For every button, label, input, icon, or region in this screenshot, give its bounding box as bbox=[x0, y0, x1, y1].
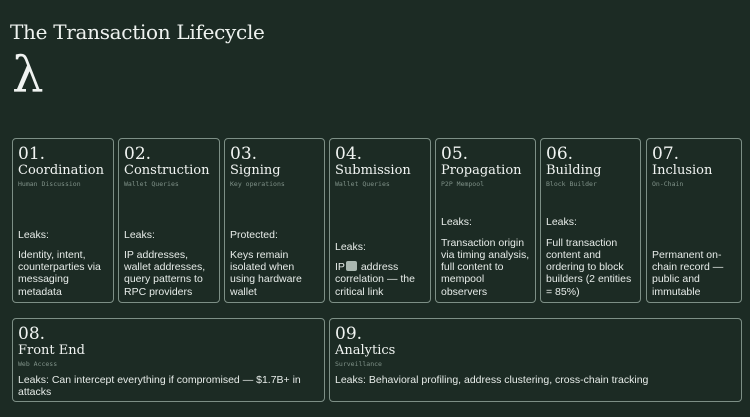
stage-number: 02. bbox=[124, 144, 152, 164]
stage-description: Leaks: IP address correlation — the crit… bbox=[335, 241, 426, 298]
stage-card-analytics: 09. Analytics Surveillance Leaks: Behavi… bbox=[329, 318, 742, 402]
stage-subtitle: Wallet Queries bbox=[124, 180, 179, 188]
stage-description: Leaks: Identity, intent, counterparties … bbox=[18, 229, 109, 298]
stage-detail: Full transaction content and ordering to… bbox=[546, 236, 632, 298]
stage-description: Permanent on-chain record — public and i… bbox=[652, 249, 737, 298]
stage-card-propagation: 05. Propagation P2P Mempool Leaks: Trans… bbox=[435, 138, 536, 303]
stage-detail-rest: address correlation — the critical link bbox=[335, 261, 415, 298]
stage-name: Inclusion bbox=[652, 163, 713, 178]
protected-label: Protected: bbox=[230, 228, 278, 241]
stage-number: 07. bbox=[652, 144, 680, 164]
stage-name: Propagation bbox=[441, 163, 522, 178]
stage-subtitle: Human Discussion bbox=[18, 180, 81, 188]
stage-description: Leaks: IP addresses, wallet addresses, q… bbox=[124, 229, 215, 298]
stage-description: Leaks: Transaction origin via timing ana… bbox=[441, 216, 531, 298]
page-title: The Transaction Lifecycle bbox=[10, 20, 265, 44]
stage-card-construction: 02. Construction Wallet Queries Leaks: I… bbox=[118, 138, 220, 303]
stage-card-front-end: 08. Front End Web Access Leaks: Can inte… bbox=[12, 318, 325, 402]
stage-detail: Identity, intent, counterparties via mes… bbox=[18, 248, 101, 298]
emoji-chip-icon bbox=[345, 261, 357, 272]
stage-name: Coordination bbox=[18, 163, 104, 178]
stage-card-building: 06. Building Block Builder Leaks: Full t… bbox=[540, 138, 641, 303]
stage-subtitle: Web Access bbox=[18, 360, 58, 368]
stage-subtitle: Surveillance bbox=[335, 360, 382, 368]
stage-description: Leaks: Full transaction content and orde… bbox=[546, 216, 636, 298]
stage-name: Submission bbox=[335, 163, 411, 178]
stage-number: 06. bbox=[546, 144, 574, 164]
stage-subtitle: Block Builder bbox=[546, 180, 597, 188]
stage-name: Front End bbox=[18, 343, 85, 358]
stage-detail: Permanent on-chain record — public and i… bbox=[652, 248, 724, 298]
leak-label: Leaks: bbox=[546, 216, 577, 229]
stage-name: Analytics bbox=[335, 343, 396, 358]
stage-number: 03. bbox=[230, 144, 258, 164]
leak-label: Leaks: bbox=[124, 228, 155, 241]
lambda-logo: λ bbox=[12, 46, 44, 104]
leak-label: Leaks: bbox=[335, 240, 366, 253]
stage-number: 08. bbox=[18, 324, 46, 344]
stage-number: 04. bbox=[335, 144, 363, 164]
stage-name: Building bbox=[546, 163, 602, 178]
stage-detail: Keys remain isolated when using hardware… bbox=[230, 248, 302, 298]
stage-card-signing: 03. Signing Key operations Protected: Ke… bbox=[224, 138, 325, 303]
stage-detail: Transaction origin via timing analysis, … bbox=[441, 236, 530, 298]
stage-detail: Leaks: Can intercept everything if compr… bbox=[18, 374, 301, 399]
leak-label: Leaks: bbox=[441, 216, 472, 229]
stage-detail: IP address correlation — the critical li… bbox=[335, 261, 426, 298]
stage-card-submission: 04. Submission Wallet Queries Leaks: IP … bbox=[329, 138, 431, 303]
stage-detail: Leaks: Behavioral profiling, address clu… bbox=[335, 374, 649, 386]
leak-label: Leaks: bbox=[18, 228, 49, 241]
stage-number: 09. bbox=[335, 324, 363, 344]
stage-subtitle: P2P Mempool bbox=[441, 180, 485, 188]
stage-number: 01. bbox=[18, 144, 46, 164]
stage-number: 05. bbox=[441, 144, 469, 164]
stage-card-coordination: 01. Coordination Human Discussion Leaks:… bbox=[12, 138, 114, 303]
stage-detail-prefix: IP bbox=[335, 261, 345, 274]
stage-name: Signing bbox=[230, 163, 281, 178]
stage-name: Construction bbox=[124, 163, 210, 178]
stage-subtitle: Key operations bbox=[230, 180, 285, 188]
stage-detail: IP addresses, wallet addresses, query pa… bbox=[124, 248, 206, 298]
stage-subtitle: On-Chain bbox=[652, 180, 684, 188]
stage-description: Protected: Keys remain isolated when usi… bbox=[230, 229, 320, 298]
stage-subtitle: Wallet Queries bbox=[335, 180, 390, 188]
stage-card-inclusion: 07. Inclusion On-Chain Permanent on-chai… bbox=[646, 138, 742, 303]
